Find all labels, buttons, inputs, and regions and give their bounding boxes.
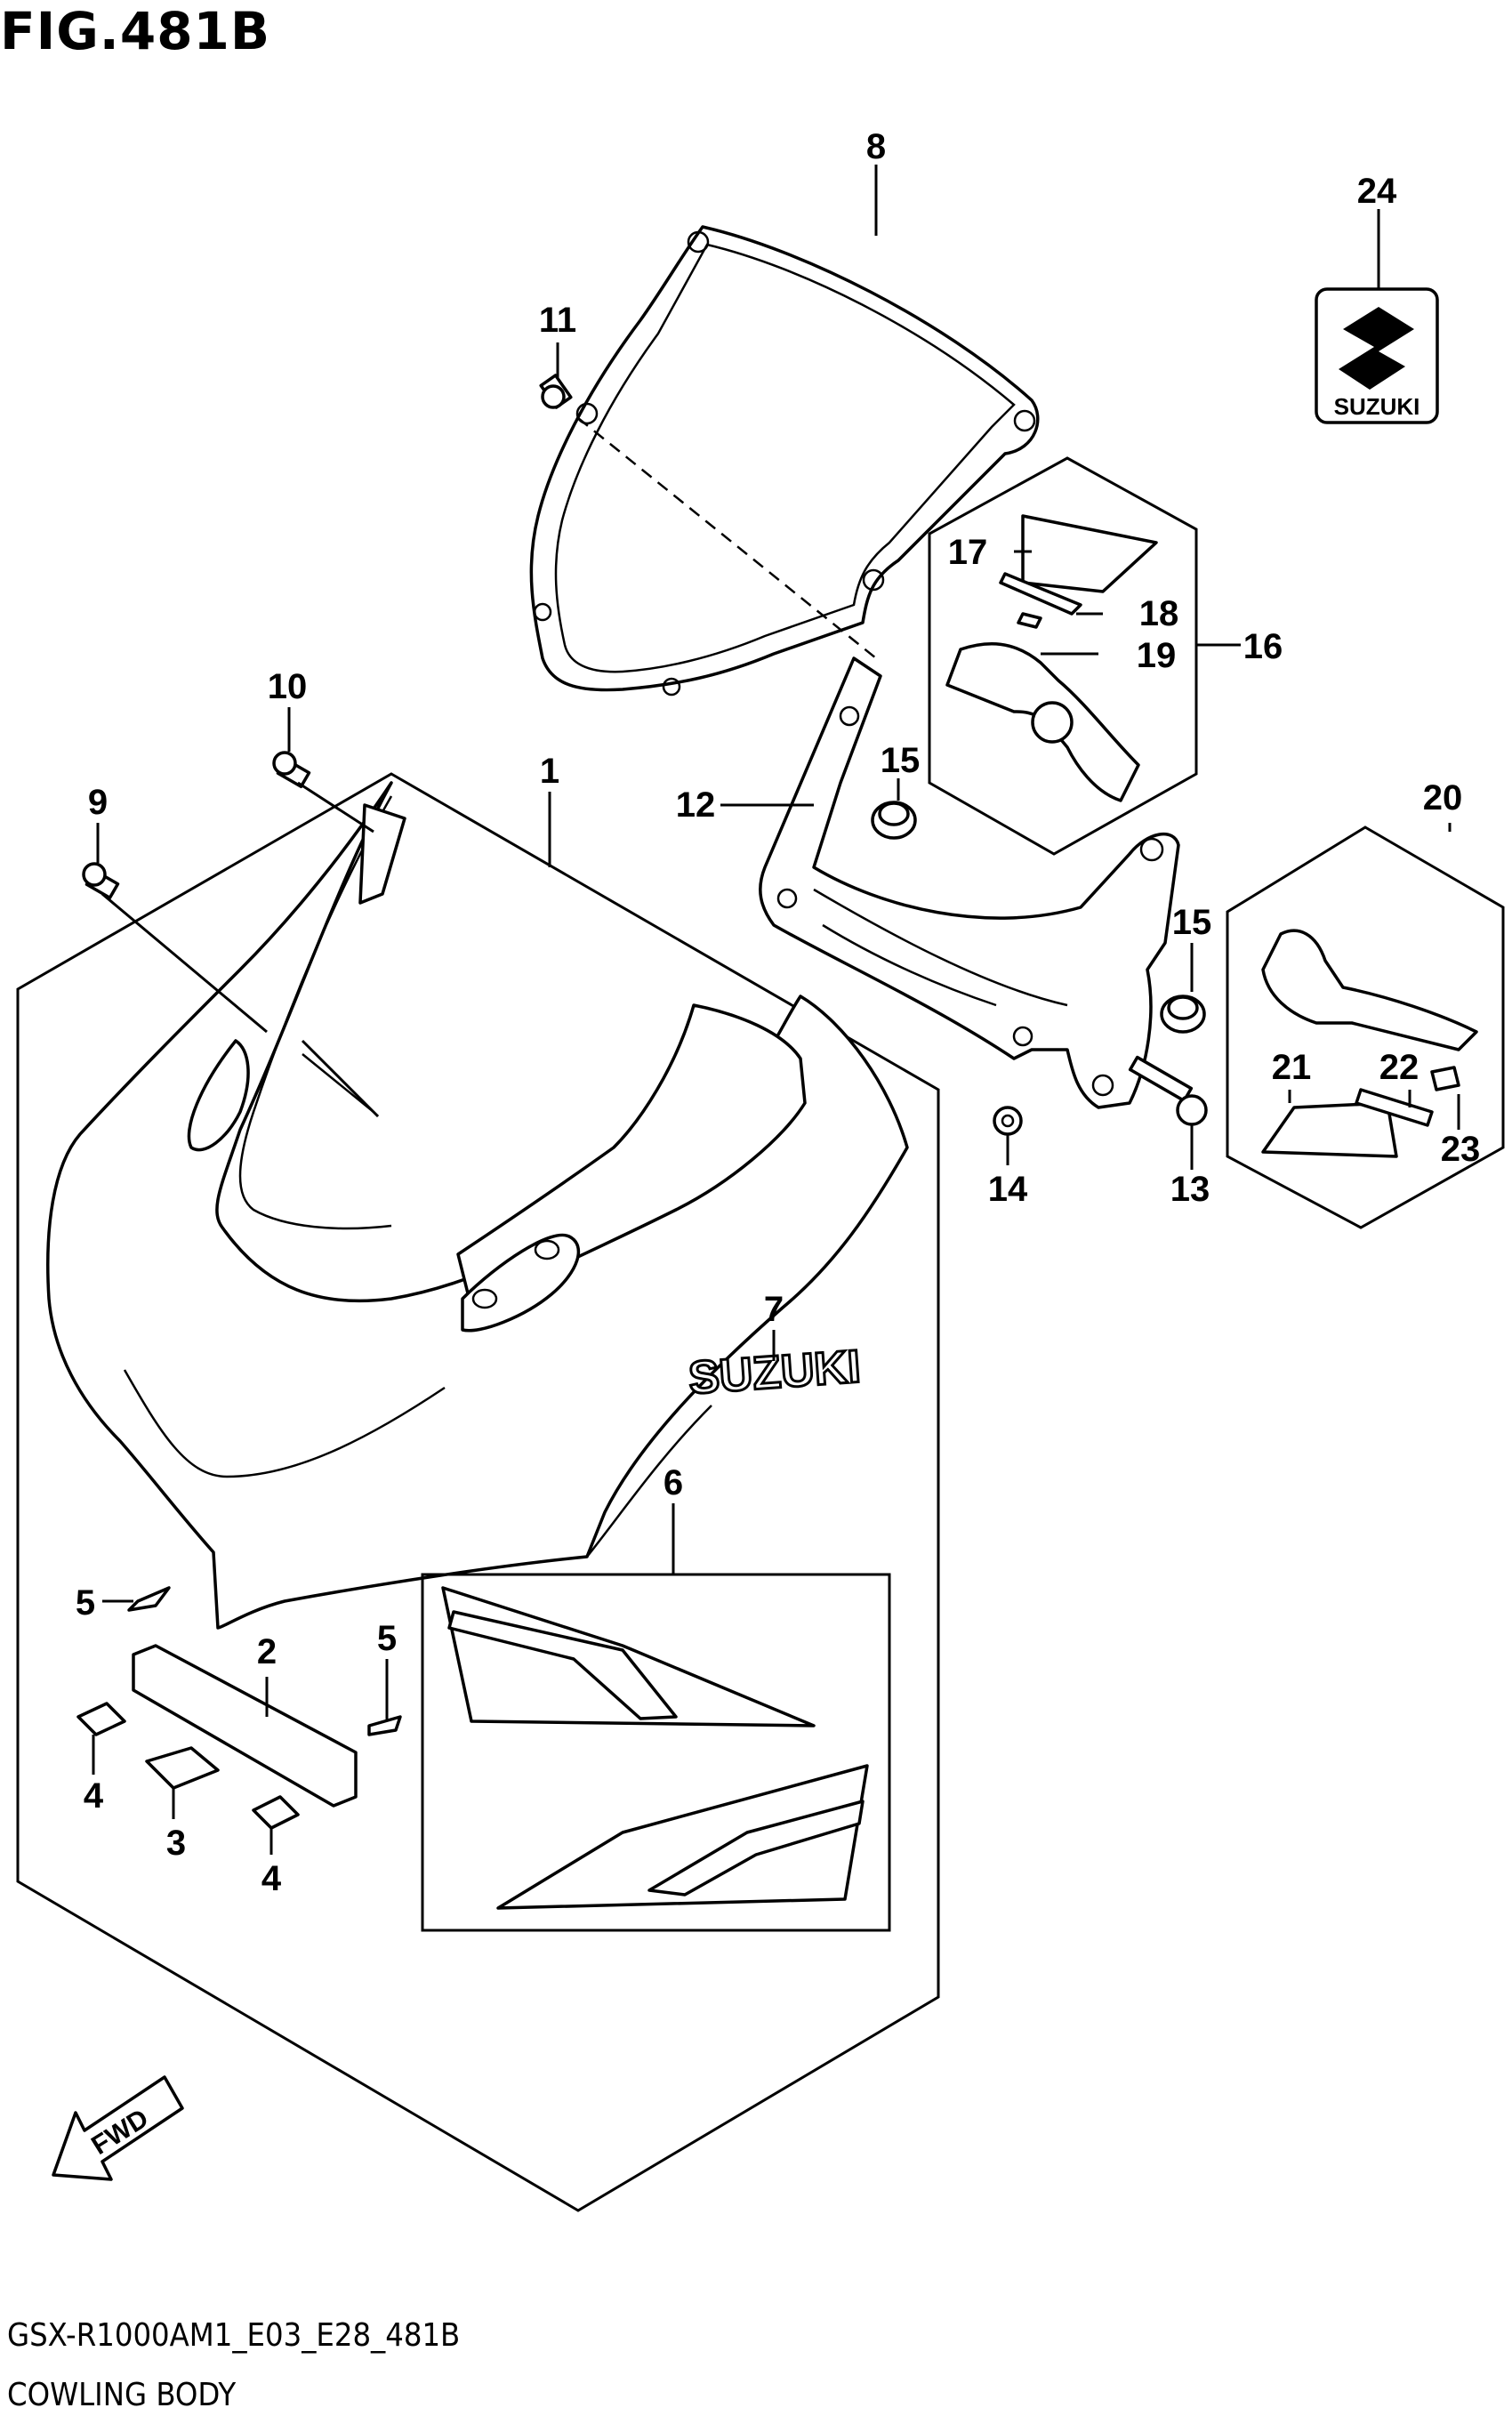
- pad-3-part: [145, 1746, 220, 1790]
- model-code: GSX-R1000AM1_E03_E28_481B: [7, 2317, 461, 2354]
- stripe-6-lower: [496, 1764, 869, 1910]
- callout-24: 24: [1357, 172, 1397, 211]
- nut-14-hole: [1001, 1114, 1015, 1128]
- callout-22: 22: [1379, 1048, 1420, 1087]
- stay-bracket-hole: [776, 888, 798, 909]
- stay-bracket-hole: [839, 705, 860, 727]
- stay-bracket-hole: [1139, 837, 1164, 862]
- cowling-screen-opening: [238, 795, 393, 1230]
- mirror-stay-20-part: [1261, 929, 1478, 1051]
- cowling-edge-line: [586, 1405, 712, 1558]
- cowling-group-outline: [16, 772, 940, 2212]
- windscreen-mount-hole: [533, 602, 552, 622]
- fwd-direction-arrow: FWD: [52, 2075, 184, 2181]
- figure-caption: COWLING BODY: [7, 2377, 237, 2413]
- callout-18: 18: [1139, 594, 1179, 633]
- windscreen-mount-hole: [1013, 409, 1036, 432]
- mirror-stay-knob: [1031, 701, 1074, 744]
- callout-11: 11: [539, 301, 576, 340]
- windscreen-dash-line: [577, 417, 877, 659]
- screw-10-part: [272, 751, 311, 789]
- callout-19: 19: [1137, 636, 1177, 675]
- windscreen-mount-hole: [687, 230, 710, 254]
- emblem-24-text: SUZUKI: [1334, 393, 1420, 420]
- callout-20: 20: [1423, 778, 1463, 817]
- cowling-edge-line: [123, 1369, 446, 1478]
- callout-15: 15: [881, 741, 921, 780]
- callout-3: 3: [166, 1824, 186, 1863]
- grommet-15a-part: [871, 801, 917, 840]
- callout-7: 7: [764, 1290, 784, 1329]
- stripe-6-lower-band: [647, 1800, 865, 1896]
- callout-2: 2: [257, 1632, 277, 1671]
- tab-19-part: [1017, 612, 1042, 629]
- pad-5a-part: [127, 1586, 171, 1612]
- stay-bracket-rib: [813, 888, 1068, 1007]
- windscreen-inner-edge: [554, 243, 1016, 673]
- bolt-13-part: [1128, 1055, 1208, 1126]
- callout-9: 9: [88, 783, 108, 822]
- pad-4b-part: [252, 1795, 300, 1830]
- pad-5b-part: [367, 1715, 402, 1736]
- callout-15: 15: [1172, 903, 1212, 942]
- screw-9-part: [82, 862, 120, 900]
- cowling-leader-1: [301, 1039, 380, 1118]
- stay-bracket-hole: [1012, 1026, 1033, 1047]
- callout-23: 23: [1441, 1130, 1481, 1169]
- front-cowling-part: [46, 781, 909, 1630]
- callout-16: 16: [1243, 627, 1283, 666]
- callout-21: 21: [1272, 1048, 1312, 1087]
- cowling-intake-hole: [471, 1288, 498, 1309]
- cowling-bracket-line: [302, 1053, 379, 1117]
- windscreen-part: [529, 225, 1040, 692]
- callout-14: 14: [988, 1170, 1028, 1209]
- callout-8: 8: [866, 127, 886, 166]
- windscreen-mount-hole: [662, 677, 681, 697]
- stay-bracket-rib: [822, 923, 997, 1007]
- stay-bracket-hole: [1091, 1074, 1114, 1097]
- pad-21-part: [1261, 1101, 1398, 1158]
- windscreen-mount-hole: [862, 568, 885, 592]
- strip-22-part: [1355, 1088, 1434, 1127]
- callout-13: 13: [1170, 1170, 1210, 1209]
- tab-23-part: [1430, 1066, 1460, 1091]
- callout-4: 4: [261, 1859, 282, 1898]
- callout-1: 1: [540, 752, 559, 791]
- cowling-nose-shard: [358, 803, 406, 905]
- strip-2-part: [132, 1644, 358, 1808]
- leader-lines: [92, 165, 1460, 1855]
- windscreen-mount-hole: [575, 402, 599, 425]
- nut-14-part: [993, 1106, 1023, 1136]
- cowling-intake-hole: [534, 1239, 560, 1260]
- callout-17: 17: [948, 533, 988, 572]
- callout-10: 10: [268, 667, 308, 706]
- screw-11-part: [539, 374, 573, 409]
- pad-4a-part: [76, 1702, 126, 1736]
- stripe-set-6-box: [421, 1573, 891, 1932]
- cowling-left-duct: [187, 1039, 250, 1152]
- strip-18-part: [999, 572, 1082, 616]
- grommet-15b-part: [1160, 995, 1206, 1034]
- callout-12: 12: [676, 785, 716, 825]
- callout-5: 5: [76, 1583, 95, 1623]
- stripe-6-upper-band: [447, 1610, 678, 1720]
- suzuki-s-logo: [1339, 307, 1414, 390]
- callout-5: 5: [377, 1619, 397, 1658]
- mirror-kit-r-group-outline: [1226, 825, 1505, 1229]
- figure-title: FIG.481B: [0, 1, 271, 61]
- callout-6: 6: [664, 1463, 683, 1502]
- mirror-kit-group-outline: [928, 456, 1198, 856]
- callout-4: 4: [84, 1776, 104, 1816]
- pad-17-part: [1021, 514, 1158, 593]
